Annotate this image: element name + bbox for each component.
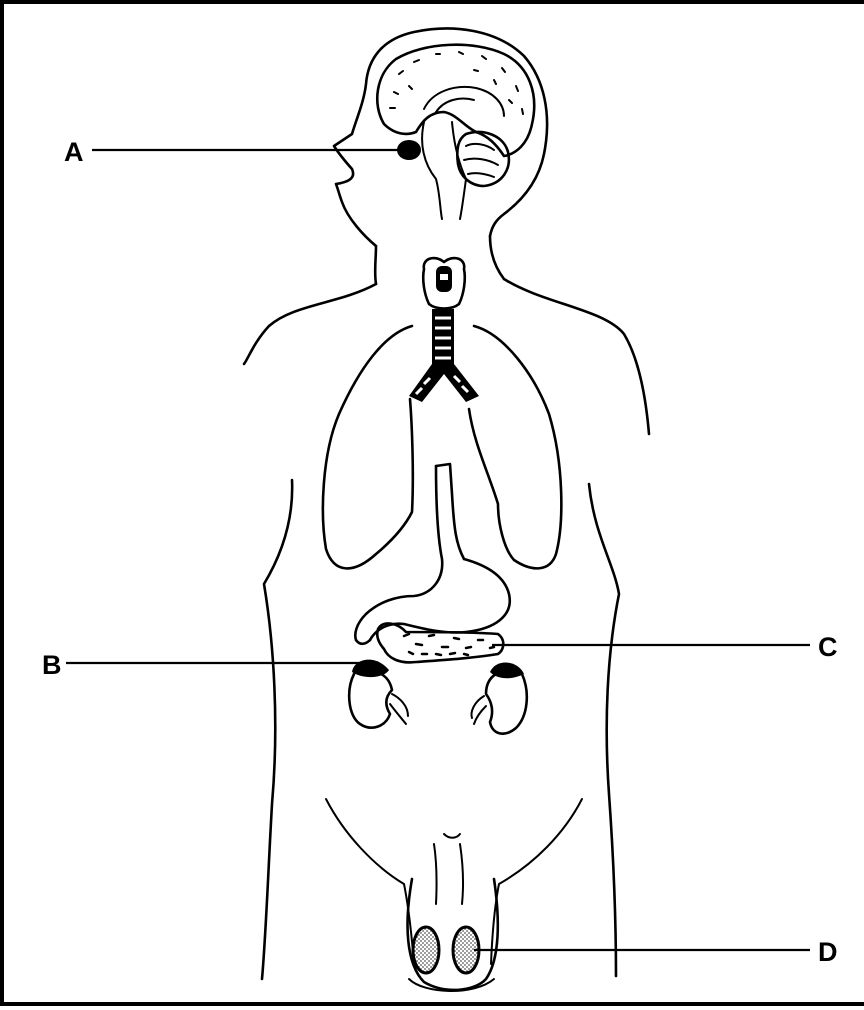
- body-outline: [244, 29, 649, 991]
- brain: [377, 45, 534, 219]
- right-shoulder-outline: [504, 279, 649, 434]
- testes: [413, 927, 479, 973]
- label-d: D: [818, 937, 838, 967]
- left-torso-outline: [262, 480, 292, 979]
- thyroid-trachea: [409, 258, 479, 402]
- label-b: B: [42, 650, 62, 680]
- neck-outline: [375, 246, 376, 284]
- label-a: A: [64, 137, 84, 167]
- label-c: C: [818, 632, 838, 662]
- pituitary-gland: [397, 140, 421, 160]
- kidneys-adrenals: [349, 660, 527, 734]
- right-torso-outline: [589, 484, 619, 976]
- left-shoulder-outline: [244, 284, 376, 364]
- endocrine-system-diagram: A B C D: [4, 4, 864, 1010]
- stomach: [355, 464, 509, 644]
